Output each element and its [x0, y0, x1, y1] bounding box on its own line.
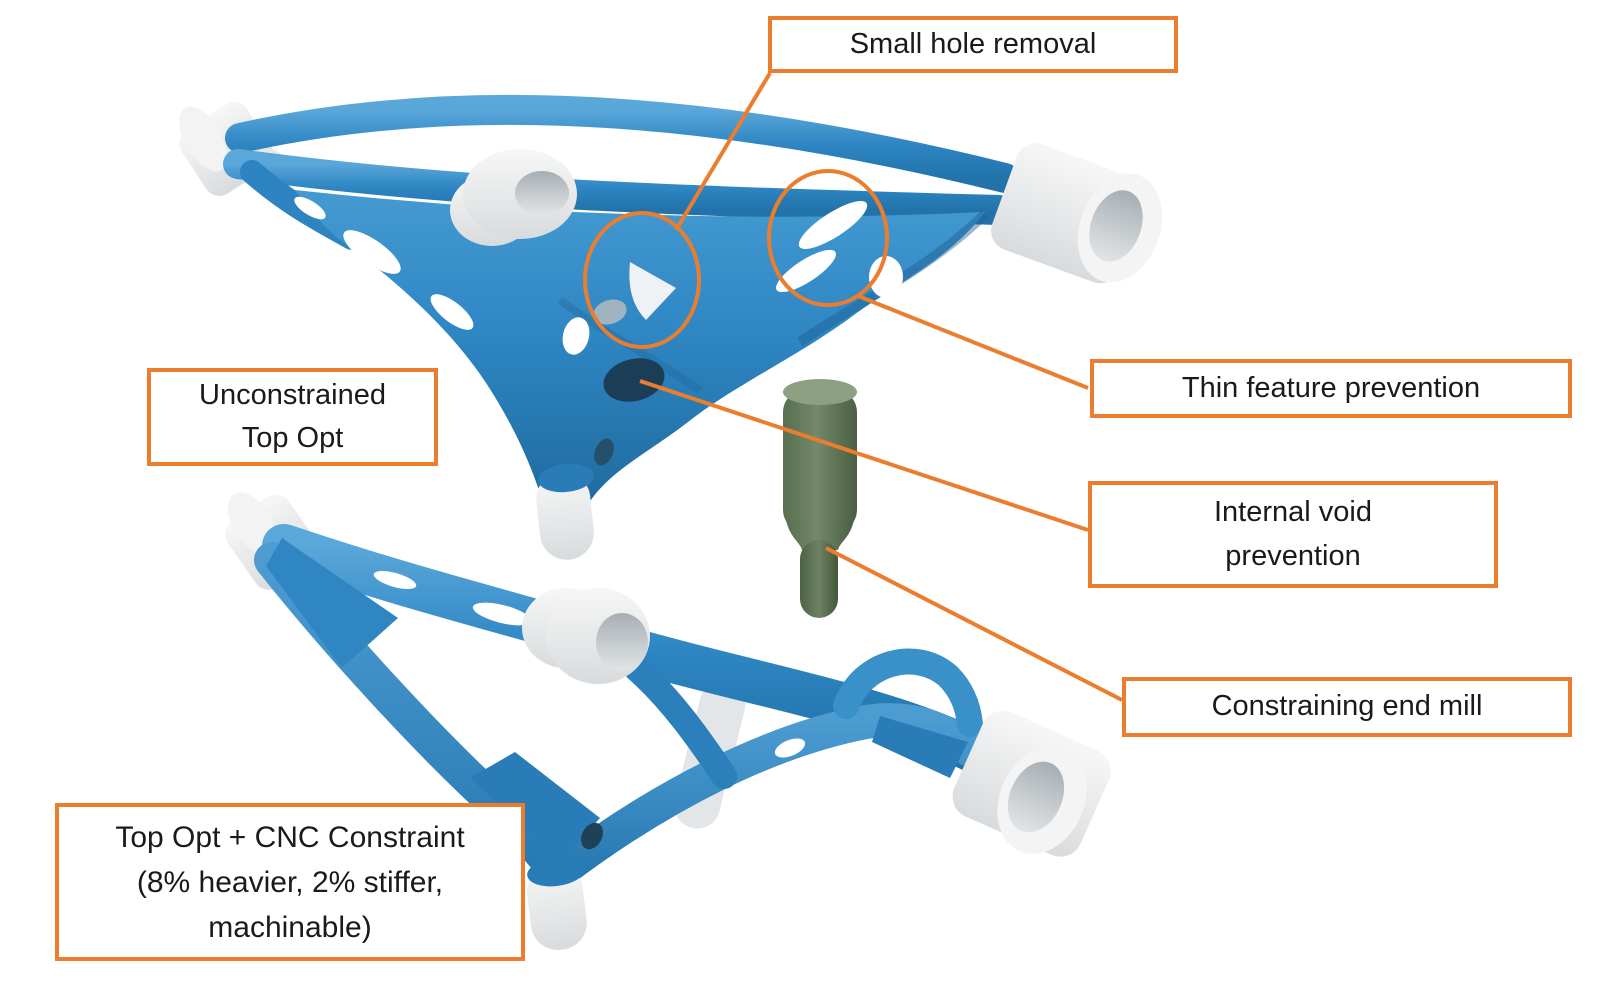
label-internal-void-prevention: Internal void prevention: [1088, 481, 1498, 588]
label-thin-feature-prevention: Thin feature prevention: [1090, 359, 1572, 418]
leader-line-internal-void: [639, 379, 1089, 532]
end-mill-shaft: [800, 540, 838, 618]
end-mill-top-face: [783, 379, 857, 405]
label-small-hole-removal: Small hole removal: [768, 16, 1178, 73]
internal-void-hole: [603, 358, 665, 402]
left-bushing-face: [179, 106, 227, 172]
right-bushing-hole: [1089, 190, 1143, 262]
thin-feature-slot: [776, 249, 836, 293]
annotations: [583, 71, 1123, 702]
highlight-circle-small-hole: [583, 211, 701, 349]
leader-line-end-mill: [825, 546, 1123, 702]
diagonal-arm: [543, 703, 987, 889]
small-hole: [629, 262, 676, 320]
end-mill-body: [783, 390, 857, 532]
leader-line-small-hole: [674, 71, 772, 232]
label-constraining-end-mill: Constraining end mill: [1122, 677, 1572, 737]
back-rail: [225, 94, 1020, 193]
arm-hump: [833, 648, 983, 737]
unconstrained-part: [179, 94, 1163, 560]
leader-line-thin-feature: [857, 294, 1089, 390]
thin-feature-slot: [798, 201, 868, 249]
middle-ring-hole: [596, 613, 648, 671]
constrained-part: [225, 492, 1111, 950]
web-opening: [294, 196, 326, 220]
label-top-opt-cnc-constraint: Top Opt + CNC Constraint (8% heavier, 2%…: [55, 803, 525, 961]
end-mill: [783, 379, 857, 618]
right-bushing-hole: [1007, 761, 1065, 833]
label-unconstrained-top-opt: Unconstrained Top Opt: [147, 368, 438, 466]
middle-ring-hole: [515, 171, 569, 215]
web-opening: [343, 230, 401, 274]
bottom-tip: [536, 471, 594, 560]
web-opening: [430, 294, 474, 330]
highlight-circle-thin-feature: [767, 169, 889, 307]
